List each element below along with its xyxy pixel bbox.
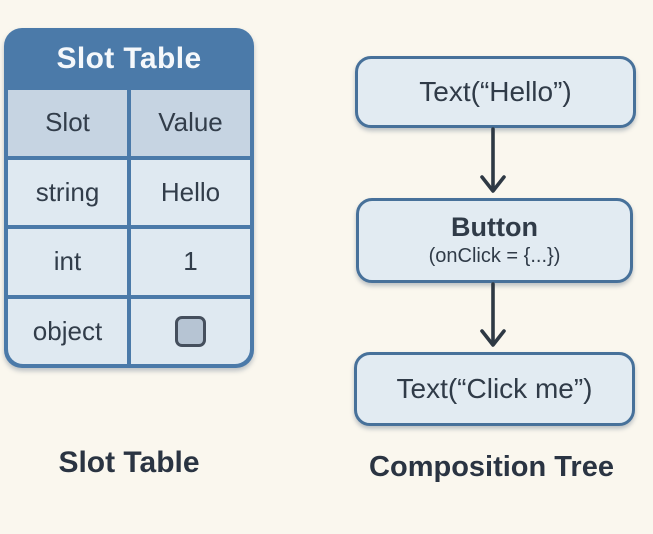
table-cell-slot-string: string <box>8 159 127 225</box>
tree-node-sublabel: (onClick = {...}) <box>428 244 561 267</box>
down-arrow-icon <box>480 282 506 347</box>
tree-node-label: Text(“Click me”) <box>396 373 593 404</box>
tree-node-label: Text(“Hello”) <box>419 76 572 107</box>
column-header-value: Value <box>131 90 250 156</box>
tree-node-text-click-me: Text(“Click me”) <box>354 352 635 426</box>
table-cell-value-hello: Hello <box>131 159 250 225</box>
slot-table-title: Slot Table <box>56 42 202 75</box>
composition-tree-caption: Composition Tree <box>369 451 614 483</box>
object-value-box-icon <box>175 315 206 347</box>
slot-table-caption: Slot Table <box>58 446 200 479</box>
tree-node-text-hello: Text(“Hello”) <box>355 56 636 128</box>
slot-table: Slot Table Slot Value string Hello int 1… <box>4 28 254 368</box>
tree-node-label: Button <box>451 212 538 243</box>
table-cell-value-object <box>131 298 250 364</box>
tree-node-button: Button (onClick = {...}) <box>356 198 633 283</box>
table-cell-slot-int: int <box>8 229 127 295</box>
table-cell-slot-object: object <box>8 298 127 364</box>
down-arrow-icon <box>480 127 506 193</box>
table-cell-value-1: 1 <box>131 229 250 295</box>
column-header-slot: Slot <box>8 90 127 156</box>
slot-table-grid: Slot Value string Hello int 1 object <box>4 90 254 368</box>
